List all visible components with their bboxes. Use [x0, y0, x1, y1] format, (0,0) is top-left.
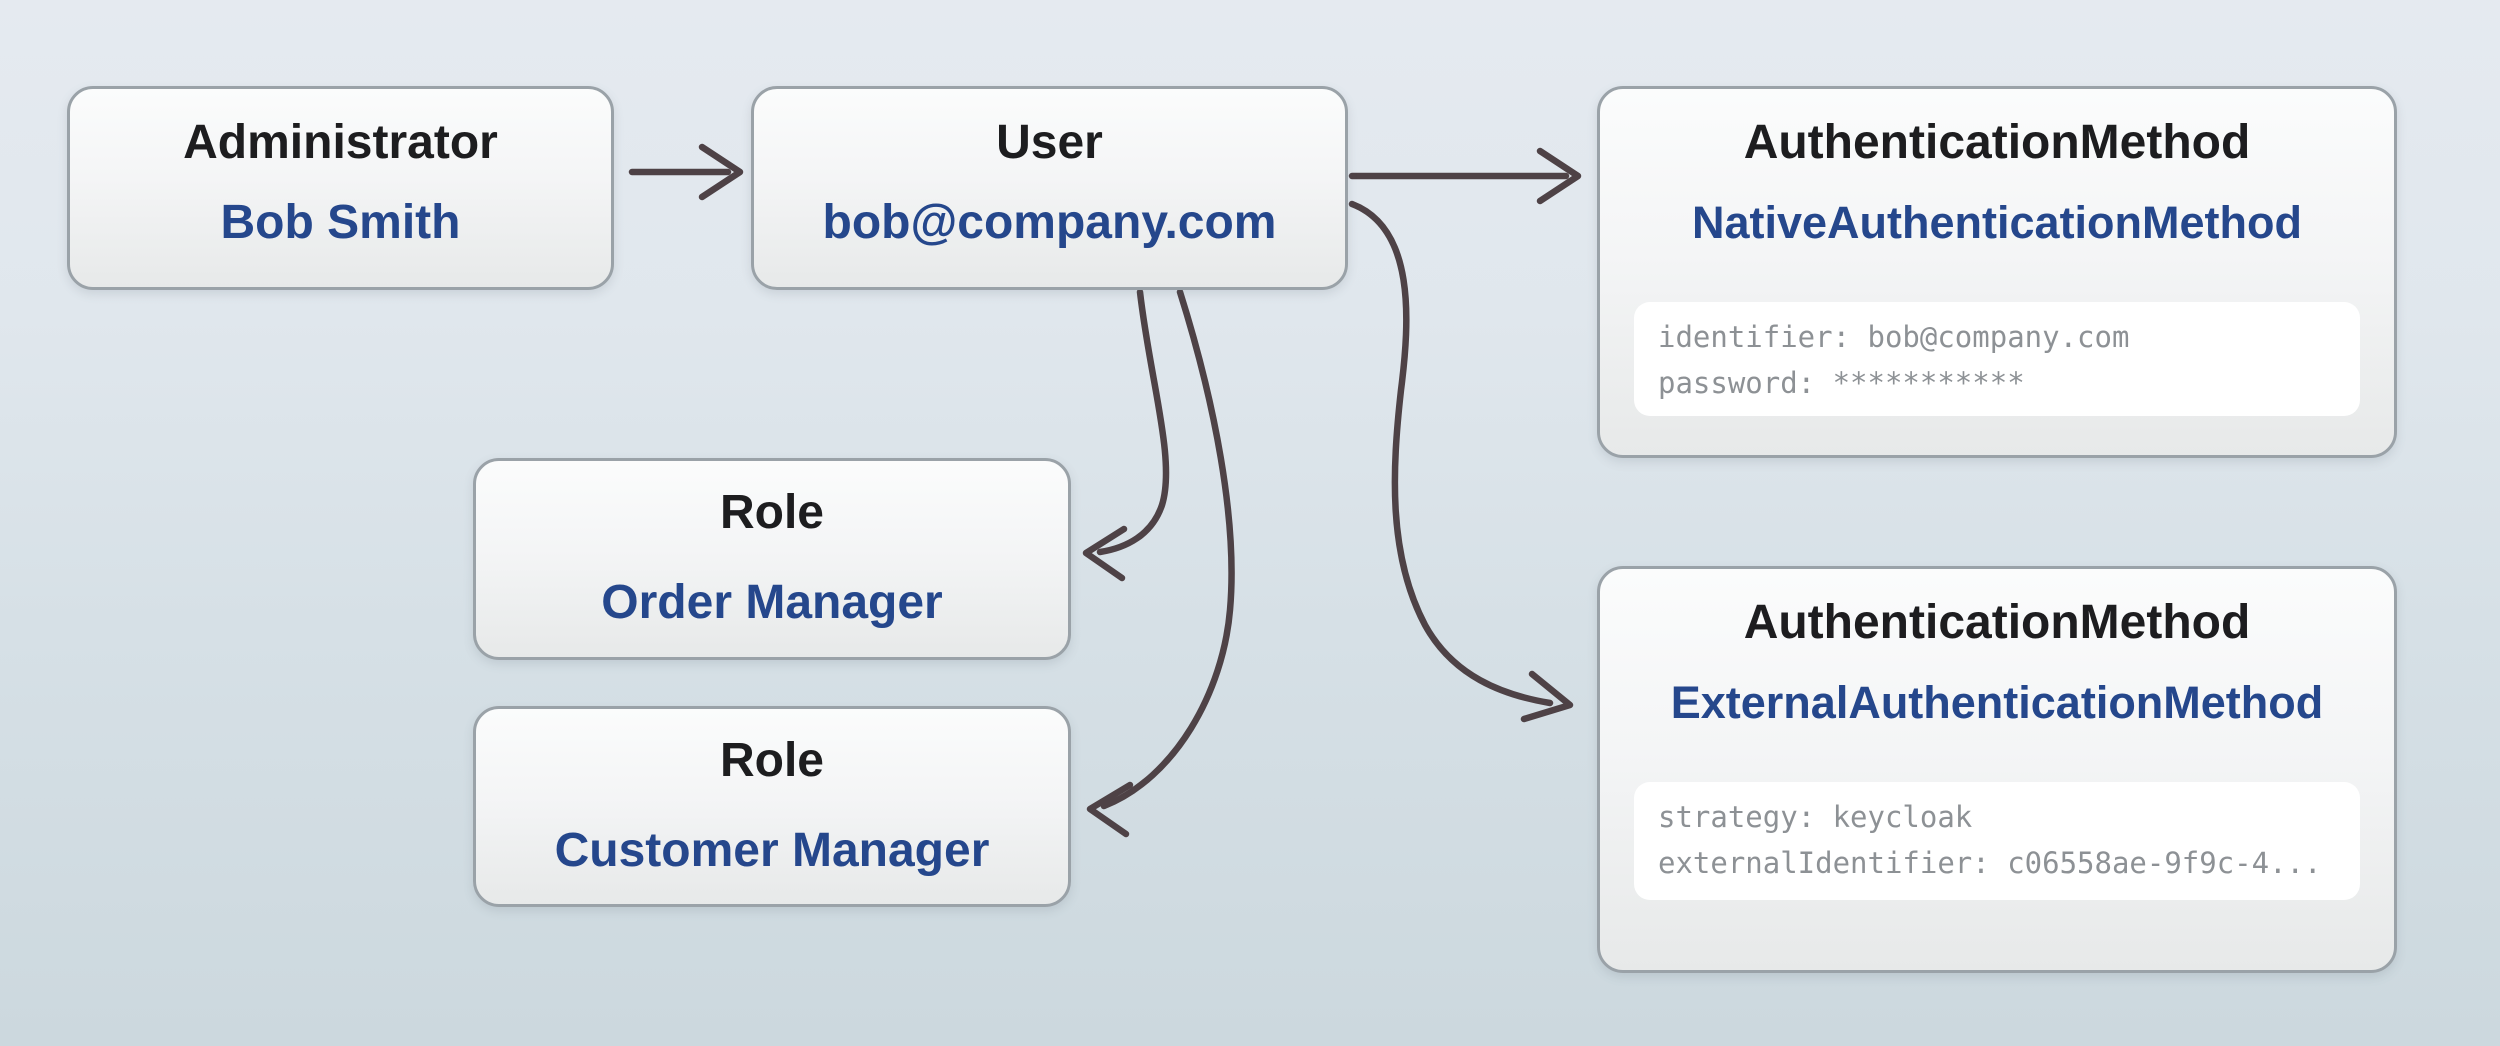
- property-external-identifier: externalIdentifier: c06558ae-9f9c-4...: [1658, 846, 2322, 880]
- arrow-user-to-native-auth: [1348, 147, 1582, 205]
- property-identifier: identifier: bob@company.com: [1658, 320, 2130, 354]
- node-native-authentication-method: AuthenticationMethod NativeAuthenticatio…: [1597, 86, 2397, 458]
- arrow-user-to-role-order: [1082, 288, 1170, 582]
- properties-panel: identifier: bob@company.com password: **…: [1634, 302, 2360, 416]
- node-type-label: User: [996, 116, 1103, 169]
- arrow-user-to-role-customer: [1086, 288, 1235, 838]
- node-value: Customer Manager: [554, 824, 990, 877]
- node-value: bob@company.com: [822, 196, 1277, 249]
- node-value: NativeAuthenticationMethod: [1691, 197, 2302, 248]
- node-role-customer-manager: Role Customer Manager: [473, 706, 1071, 907]
- node-type-label: AuthenticationMethod: [1743, 596, 2251, 649]
- property-strategy: strategy: keycloak: [1658, 800, 1973, 834]
- node-type-label: Administrator: [183, 116, 498, 169]
- node-administrator: Administrator Bob Smith: [67, 86, 614, 290]
- node-type-label: Role: [719, 486, 824, 539]
- node-user: User bob@company.com: [751, 86, 1348, 290]
- node-type-label: Role: [719, 734, 824, 787]
- arrow-user-to-external-auth: [1348, 200, 1574, 723]
- properties-panel: strategy: keycloak externalIdentifier: c…: [1634, 782, 2360, 900]
- node-value: ExternalAuthenticationMethod: [1670, 677, 2324, 728]
- node-external-authentication-method: AuthenticationMethod ExternalAuthenticat…: [1597, 566, 2397, 973]
- node-value: Order Manager: [601, 576, 943, 629]
- property-password: password: ***********: [1658, 366, 2025, 400]
- node-role-order-manager: Role Order Manager: [473, 458, 1071, 660]
- node-value: Bob Smith: [220, 196, 461, 249]
- arrow-administrator-to-user: [628, 143, 744, 201]
- node-type-label: AuthenticationMethod: [1743, 116, 2251, 169]
